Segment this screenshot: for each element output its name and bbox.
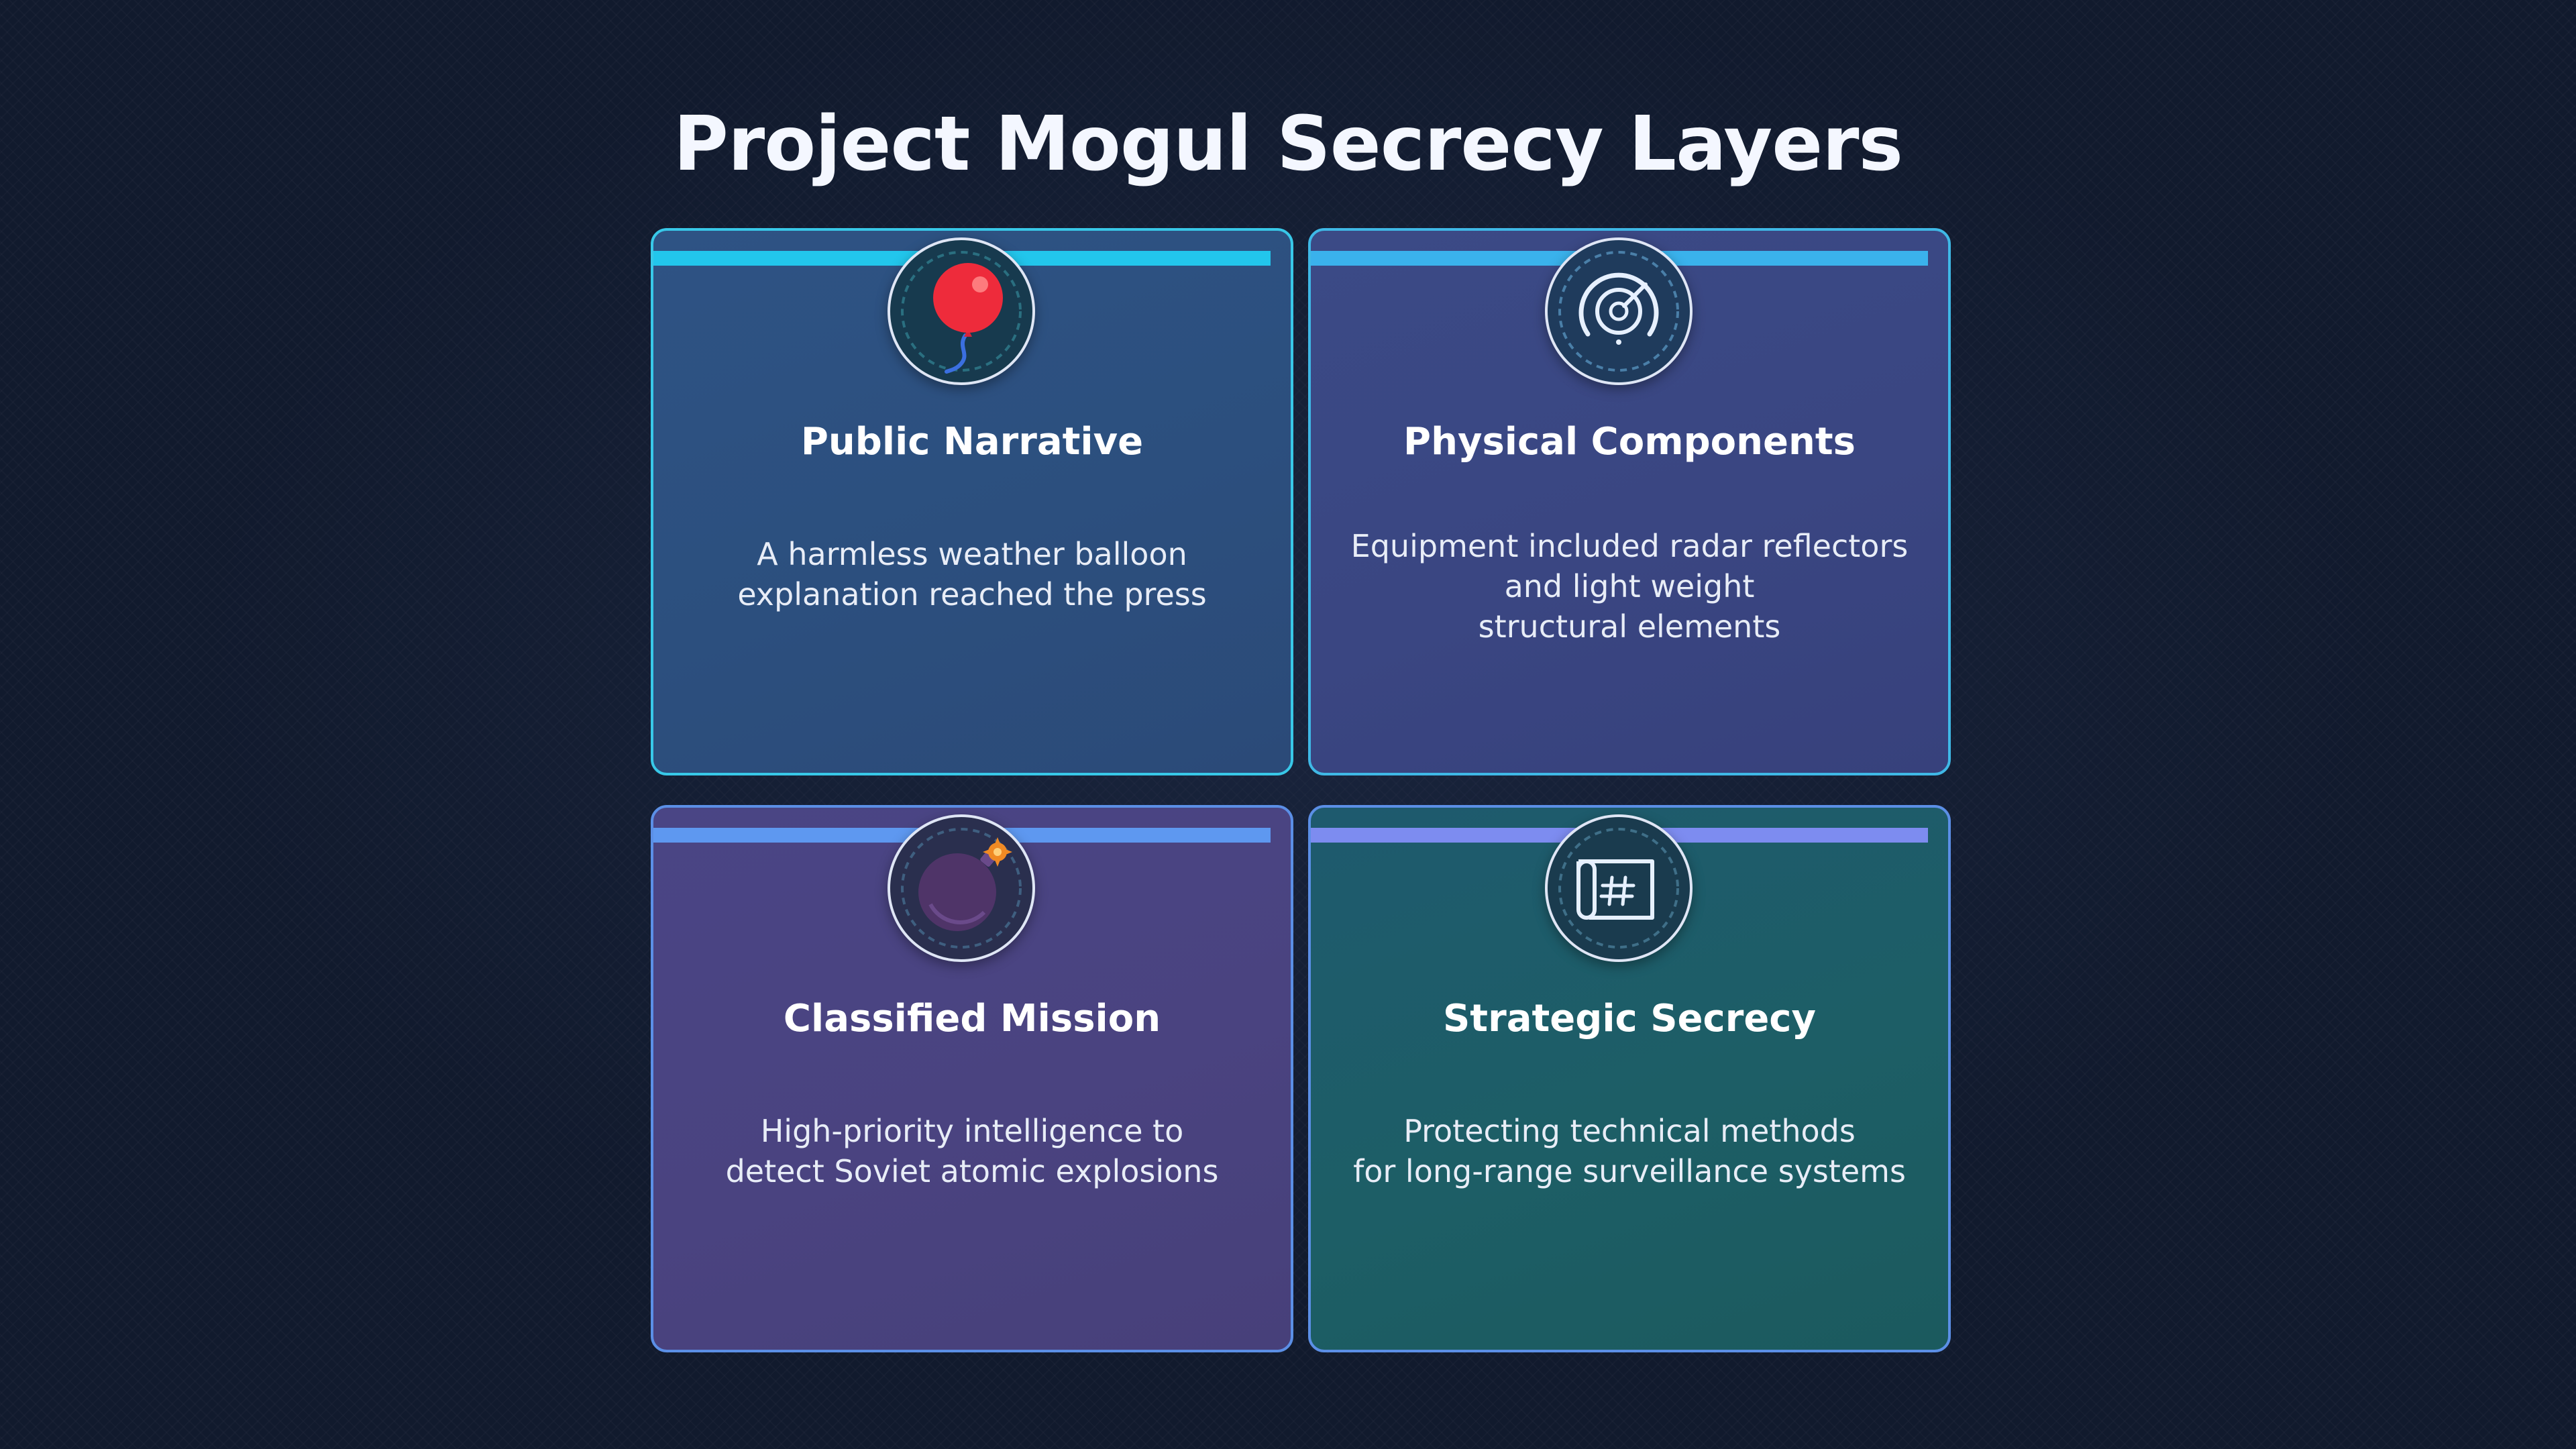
balloon-icon bbox=[888, 237, 1035, 385]
radar-icon bbox=[1545, 237, 1693, 385]
page-title: Project Mogul Secrecy Layers bbox=[673, 101, 1903, 188]
card-title: Classified Mission bbox=[783, 997, 1161, 1040]
blueprint-icon bbox=[1545, 814, 1693, 962]
card-description: A harmless weather balloon explanation r… bbox=[737, 536, 1207, 612]
card-title: Public Narrative bbox=[800, 420, 1144, 464]
card-description: Equipment included radar reflectors and … bbox=[1350, 528, 1909, 645]
card-classified-mission: Classified Mission High-priority intelli… bbox=[651, 805, 1293, 1352]
card-title: Physical Components bbox=[1403, 420, 1856, 464]
card-strategic-secrecy: Strategic Secrecy Protecting technical m… bbox=[1308, 805, 1951, 1352]
card-description: High-priority intelligence to detect Sov… bbox=[725, 1113, 1219, 1189]
card-physical-components: Physical Components Equipment included r… bbox=[1308, 228, 1951, 775]
card-description: Protecting technical methods for long-ra… bbox=[1353, 1113, 1906, 1189]
bomb-icon bbox=[888, 814, 1035, 962]
card-public-narrative: Public Narrative A harmless weather ball… bbox=[651, 228, 1293, 775]
card-title: Strategic Secrecy bbox=[1442, 997, 1817, 1040]
